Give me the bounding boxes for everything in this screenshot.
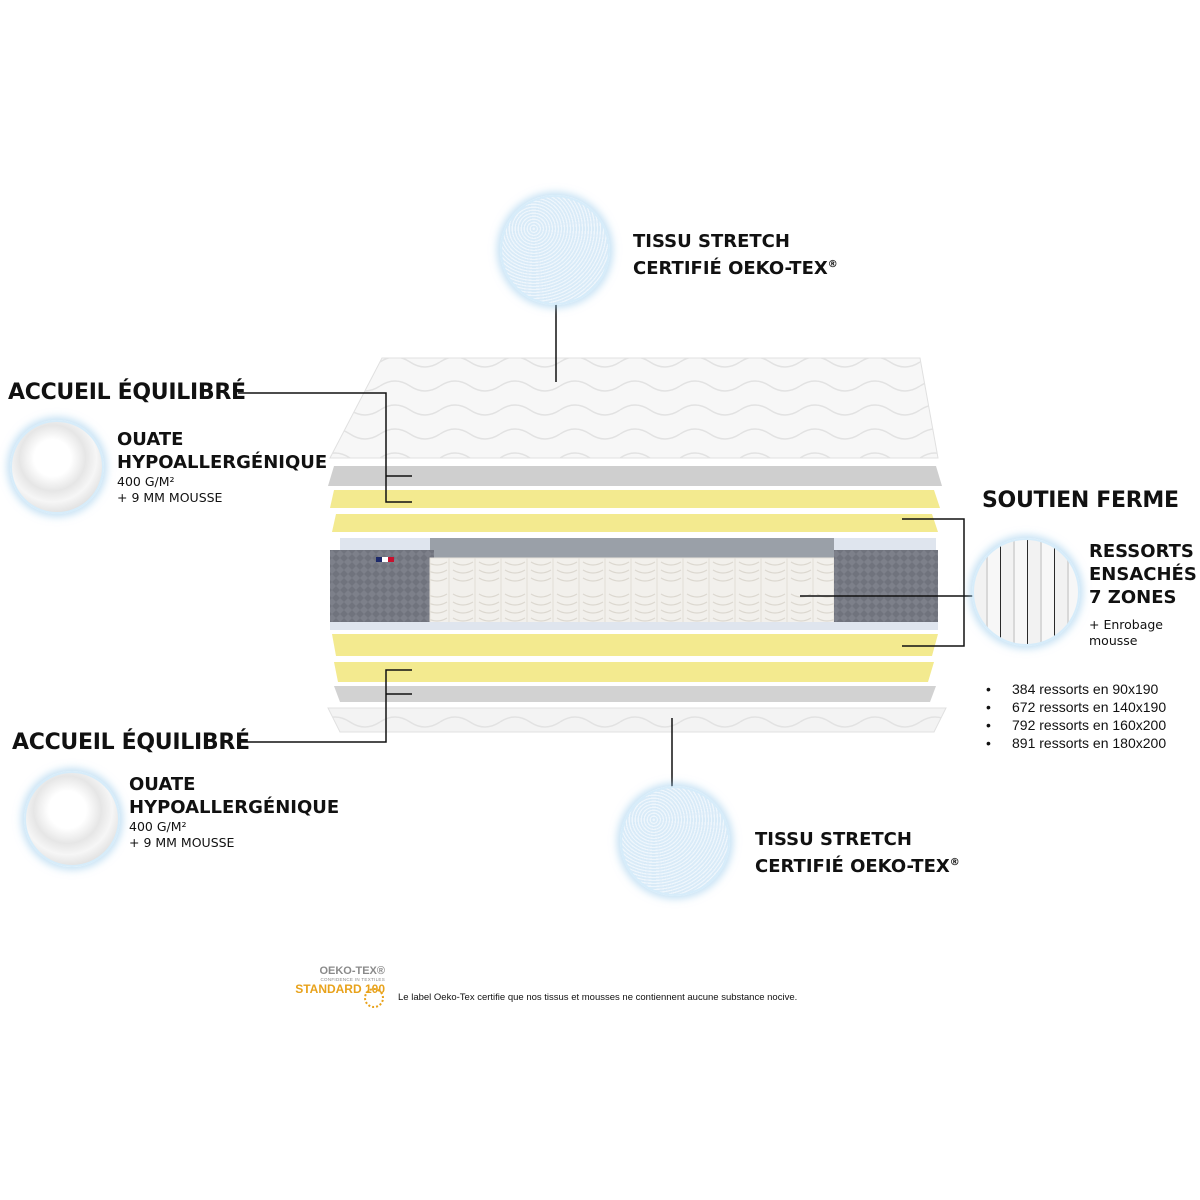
oeko-tex-logo-line2: CONFIDENCE IN TEXTILES (320, 977, 385, 982)
comfort-bottom-detail-line2: + 9 MM MOUSSE (129, 835, 235, 850)
bottom-grey-layer (334, 686, 936, 702)
oeko-tex-logo-line3: STANDARD 100 (295, 982, 385, 996)
support-heading: SOUTIEN FERME (982, 488, 1179, 513)
comfort-bottom-label-line2: HYPOALLERGÉNIQUE (129, 797, 340, 818)
support-label-line3: 7 ZONES (1089, 587, 1177, 608)
top-foam-layer-1 (330, 490, 940, 508)
comfort-top-label-line2: HYPOALLERGÉNIQUE (117, 452, 328, 473)
comfort-top-label-line1: OUATE (117, 429, 184, 450)
bottom-fabric-label: TISSU STRETCH CERTIFIÉ OEKO-TEX® (755, 828, 960, 878)
spring-core-block (330, 538, 938, 630)
comfort-bottom-detail-line1: 400 G/M² (129, 819, 187, 834)
oeko-tex-logo-line1: OEKO-TEX® (319, 965, 385, 977)
support-label-line2: ENSACHÉS (1089, 564, 1197, 585)
comfort-top-detail-line2: + 9 MM MOUSSE (117, 490, 223, 505)
comfort-top-detail-line1: 400 G/M² (117, 474, 175, 489)
comfort-bottom-swatch (24, 771, 120, 867)
spring-count-item: 672 ressorts en 140x190 (982, 698, 1166, 716)
spring-count-item: 384 ressorts en 90x190 (982, 680, 1166, 698)
spring-count-list: 384 ressorts en 90x190 672 ressorts en 1… (982, 680, 1166, 752)
spring-count-item: 792 ressorts en 160x200 (982, 716, 1166, 734)
mattress-layers-illustration (327, 357, 947, 733)
comfort-top-swatch (10, 420, 104, 514)
bottom-foam-layer-1 (332, 634, 938, 656)
support-label: RESSORTS ENSACHÉS 7 ZONES + Enrobage mou… (1089, 540, 1197, 649)
comfort-bottom-label-line1: OUATE (129, 774, 196, 795)
comfort-bottom-heading: ACCUEIL ÉQUILIBRÉ (12, 730, 250, 755)
oeko-tex-logo: OEKO-TEX® CONFIDENCE IN TEXTILES STANDAR… (285, 965, 385, 996)
comfort-top-label: OUATE HYPOALLERGÉNIQUE 400 G/M² + 9 MM M… (117, 428, 327, 506)
top-fabric-title-line1: TISSU STRETCH (633, 231, 790, 252)
comfort-bottom-label: OUATE HYPOALLERGÉNIQUE 400 G/M² + 9 MM M… (129, 773, 339, 851)
top-fabric-label: TISSU STRETCH CERTIFIÉ OEKO-TEX® (633, 230, 838, 280)
top-fabric-title-line2: CERTIFIÉ OEKO-TEX® (633, 258, 838, 279)
oeko-tex-sun-icon (364, 988, 384, 1008)
support-swatch (972, 538, 1080, 646)
bottom-foam-layer-2 (334, 662, 934, 682)
top-fabric-swatch (500, 195, 610, 305)
comfort-top-heading: ACCUEIL ÉQUILIBRÉ (8, 380, 246, 405)
support-detail-line2: mousse (1089, 633, 1138, 648)
bottom-fabric-swatch (620, 786, 730, 896)
top-foam-layer-2 (332, 514, 938, 532)
support-detail-line1: + Enrobage (1089, 617, 1163, 632)
support-label-line1: RESSORTS (1089, 541, 1194, 562)
footer-note: Le label Oeko-Tex certifie que nos tissu… (398, 992, 798, 1003)
spring-count-item: 891 ressorts en 180x200 (982, 734, 1166, 752)
top-grey-layer (328, 466, 942, 486)
bottom-fabric-title-line2: CERTIFIÉ OEKO-TEX® (755, 856, 960, 877)
bottom-fabric-title-line1: TISSU STRETCH (755, 829, 912, 850)
